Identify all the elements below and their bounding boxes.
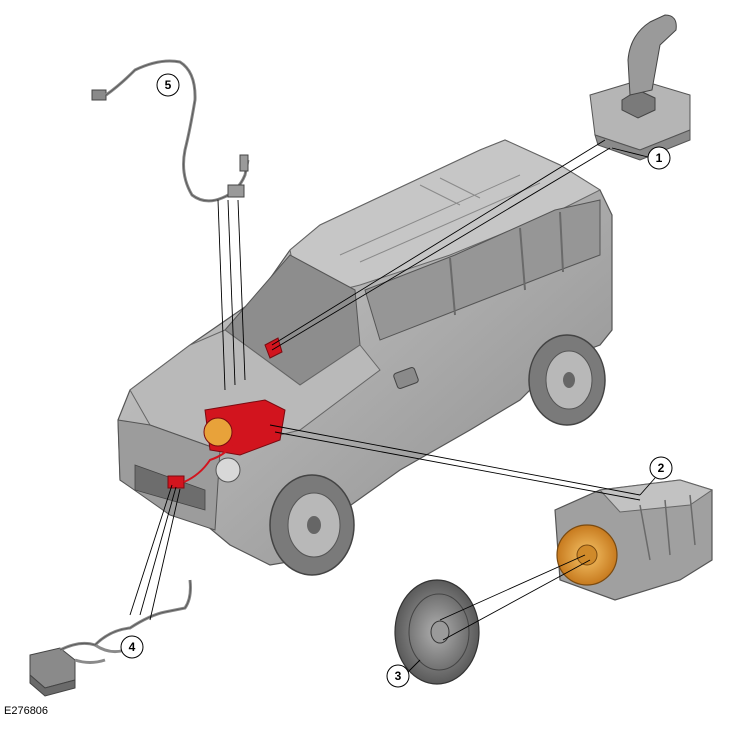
callout-4: 4	[120, 635, 144, 659]
side-windows	[364, 199, 601, 341]
gear-selector	[589, 14, 691, 161]
figure-id: E276806	[4, 705, 49, 717]
rear-wheel	[528, 334, 606, 426]
window-pillars	[449, 211, 564, 316]
callout-2-label: 2	[658, 461, 665, 475]
leader-lines	[129, 139, 656, 674]
vehicle-transmission-highlight	[203, 399, 286, 456]
callout-5-label: 5	[165, 78, 172, 92]
headlight	[215, 457, 241, 483]
callout-3-label: 3	[395, 669, 402, 683]
vehicle	[117, 139, 613, 576]
door-mirror	[393, 367, 419, 389]
transmission	[554, 479, 714, 601]
callout-2: 2	[649, 456, 673, 480]
flex-plate	[394, 579, 480, 685]
callout-1: 1	[647, 146, 671, 170]
callout-3: 3	[386, 664, 410, 688]
vehicle-harness-highlight	[183, 444, 233, 483]
vehicle-module-highlight	[167, 475, 185, 489]
gear-selector-lever	[627, 14, 677, 96]
sensor-harness	[91, 59, 250, 203]
vehicle-selector-highlight	[264, 337, 283, 359]
front-wheel	[269, 474, 355, 576]
roof-ribs	[339, 174, 541, 263]
callout-5: 5	[156, 73, 180, 97]
transmission-control-module	[29, 579, 192, 697]
callout-1-label: 1	[656, 151, 663, 165]
callout-4-label: 4	[129, 640, 136, 654]
